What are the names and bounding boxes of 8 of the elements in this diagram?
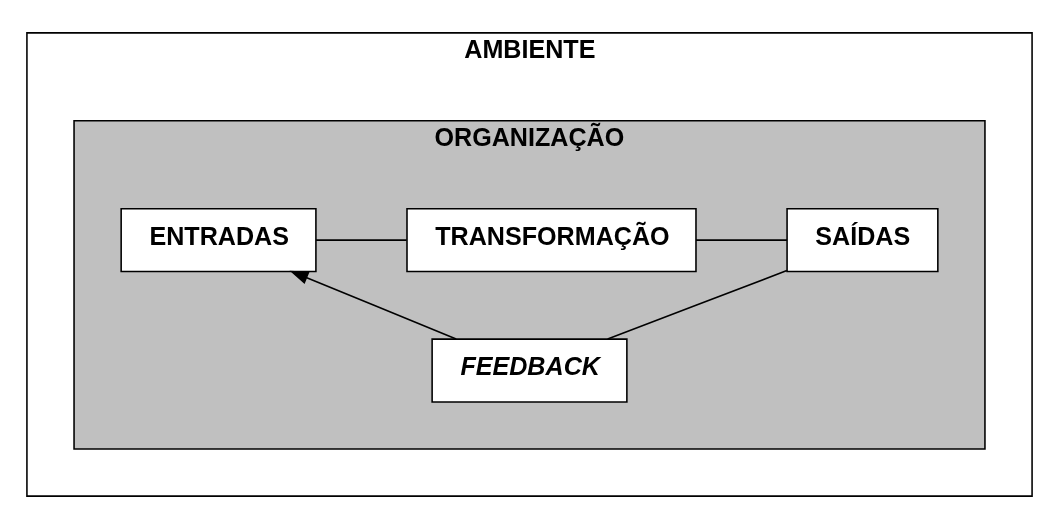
connector — [315, 239, 408, 241]
node-box: TRANSFORMAÇÃO — [406, 207, 697, 273]
connector — [606, 269, 788, 340]
node-box: FEEDBACK — [431, 338, 628, 403]
node-box: ENTRADAS — [120, 207, 317, 273]
arrow — [289, 270, 457, 340]
node-box: SAÍDAS — [786, 207, 939, 273]
connector — [695, 239, 788, 241]
